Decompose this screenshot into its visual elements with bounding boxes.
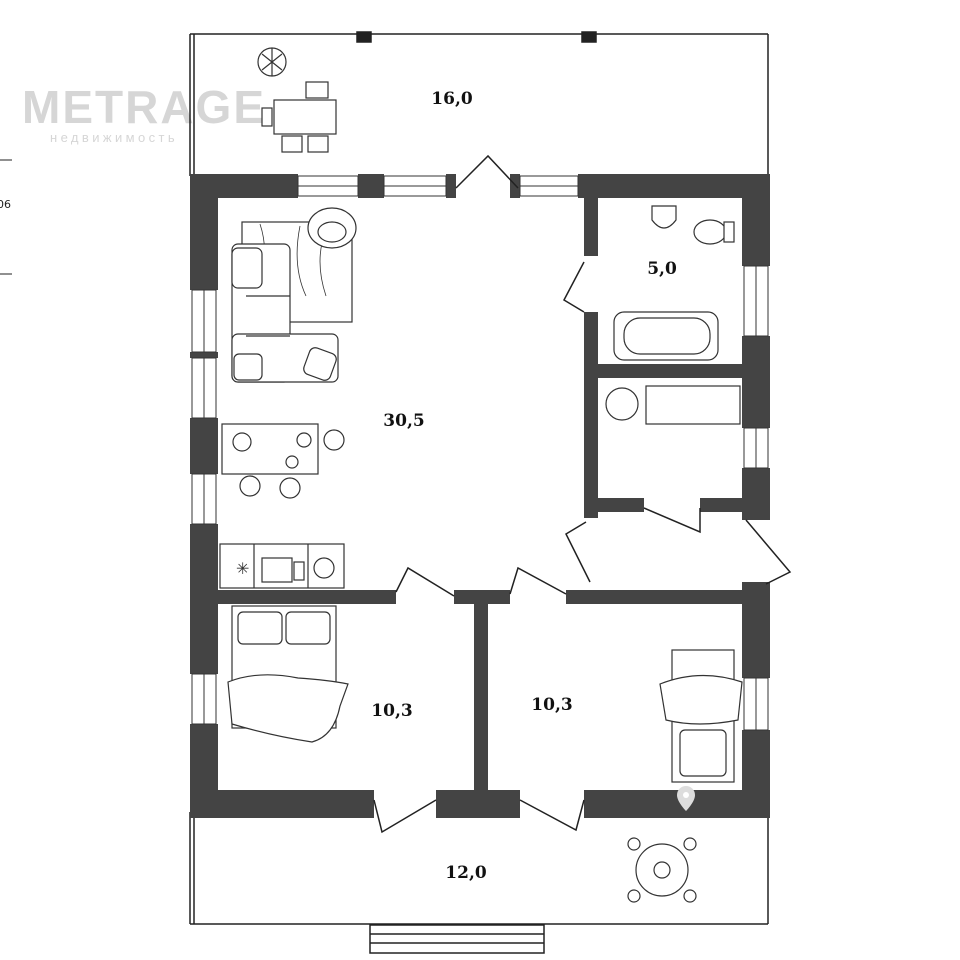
round-table-icon	[627, 837, 697, 903]
edge-fragment: 06	[0, 159, 12, 275]
bedroom-left-furniture	[227, 605, 349, 743]
exterior-walls	[190, 174, 770, 818]
corner-sofa-icon	[231, 243, 339, 383]
outdoor-table-icon	[261, 81, 337, 153]
terrace-bottom-furniture	[627, 837, 697, 903]
double-bed-icon	[227, 605, 349, 743]
doors	[373, 154, 792, 834]
bathroom-fixtures	[605, 205, 741, 425]
toilet-icon	[693, 219, 735, 245]
single-bed-icon	[659, 649, 743, 783]
living-room-furniture: ✳	[219, 207, 357, 589]
kitchen-counter-icon: ✳	[219, 543, 345, 589]
hob-icon: ✳	[236, 559, 249, 578]
bedroom-right-furniture	[659, 649, 743, 783]
edge-text: 06	[0, 198, 11, 211]
area-label-terrace-bottom: 12,0	[445, 863, 487, 883]
terrace-top	[189, 31, 769, 176]
terrace-bottom	[189, 812, 769, 954]
area-label-bedroom-right: 10,3	[531, 695, 572, 715]
sink-icon	[651, 205, 677, 229]
area-label-bathroom: 5,0	[647, 259, 677, 279]
dining-table-icon	[221, 423, 345, 499]
interior-walls	[218, 198, 742, 790]
area-label-living-room: 30,5	[383, 411, 424, 431]
windows	[191, 175, 769, 731]
area-label-terrace-top: 16,0	[431, 89, 473, 109]
location-pin-icon	[677, 786, 695, 811]
terrace-top-furniture	[257, 47, 337, 153]
armchair-icon	[307, 207, 357, 249]
boiler-icon	[645, 385, 741, 425]
area-label-bedroom-left: 10,3	[371, 701, 412, 721]
bathtub-icon	[613, 311, 719, 361]
washing-machine-icon	[605, 387, 639, 421]
plant-icon	[257, 47, 287, 77]
